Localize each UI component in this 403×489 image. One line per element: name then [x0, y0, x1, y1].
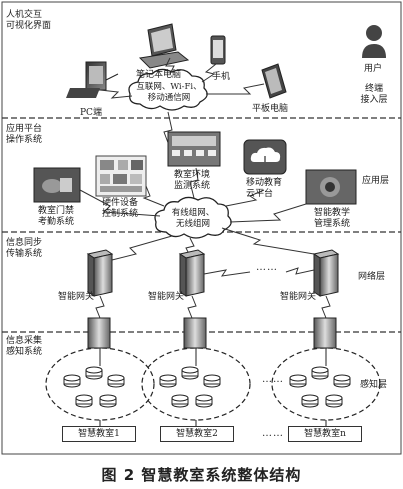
laptop-label: 笔记本电脑 — [136, 70, 182, 80]
ellipsis-perception: …… — [262, 374, 284, 385]
link-laptop — [165, 57, 175, 75]
gateway-label-2: 智能网关 — [148, 292, 185, 302]
layer-label-transmission: 信息同步 传输系统 — [6, 238, 43, 259]
perception-layer-label: 感知层 — [360, 380, 388, 390]
link-pc — [99, 89, 133, 99]
link-gw3 — [221, 227, 315, 255]
smart-teaching-image — [305, 169, 357, 205]
link-phone — [201, 63, 217, 83]
hardware-image — [95, 155, 147, 197]
phone-icon — [210, 35, 226, 65]
classroom-cluster-2 — [141, 317, 251, 421]
laptop-icon — [138, 23, 190, 69]
pc-label: PC端 — [80, 108, 102, 118]
link-gw1 — [103, 235, 173, 263]
phone-label: 手机 — [212, 72, 231, 82]
tablet-icon — [261, 63, 287, 99]
figure-caption: 图 2 智慧教室系统整体结构 — [101, 466, 302, 484]
ellipsis-network: …… — [256, 262, 278, 273]
link-gw-chain-b — [285, 267, 315, 275]
cloud-platform-label: 移动教育 云平台 — [246, 178, 283, 199]
environment-label: 教室环境 监测系统 — [174, 170, 211, 191]
layer-label-sensing: 信息采集 感知系统 — [6, 336, 43, 357]
link-cloud-down — [163, 111, 173, 149]
tablet-label: 平板电脑 — [252, 104, 289, 114]
user-icon — [362, 25, 386, 58]
link-gw-chain-a — [203, 269, 251, 277]
smart-teaching-label: 智能教学 管理系统 — [314, 208, 351, 229]
ellipsis-rooms: …… — [262, 428, 284, 439]
pc-icon — [66, 61, 119, 98]
terminal-layer-label: 终端 接入层 — [360, 84, 388, 105]
link-attendance — [79, 189, 161, 217]
cloud-platform-icon — [243, 139, 287, 175]
gateway-1 — [86, 249, 114, 297]
classroom-label-3: 智慧教室n — [288, 426, 362, 442]
attendance-image — [33, 167, 81, 203]
hardware-label: 硬件设备 控制系统 — [102, 198, 139, 219]
layer-label-interaction: 人机交互 可视化界面 — [6, 10, 52, 31]
cloud-internet-label: 互联网、Wi-Fi、 移动通信网 — [136, 82, 202, 103]
link-gw1-down — [95, 295, 105, 319]
cloud-internet — [128, 68, 208, 111]
layer-label-platform: 应用平台 操作系统 — [6, 124, 43, 145]
link-cloud-platform — [225, 189, 265, 207]
gateway-3 — [312, 249, 340, 297]
link-gw3-down — [321, 295, 331, 319]
outer-frame — [1, 1, 402, 455]
user-label: 用户 — [364, 64, 383, 74]
link-gw2-down — [187, 295, 197, 319]
gateway-label-3: 智能网关 — [280, 292, 317, 302]
classroom-label-2: 智慧教室2 — [160, 426, 234, 442]
link-hardware — [142, 185, 165, 207]
classroom-cluster-1 — [45, 317, 155, 421]
link-tablet — [206, 83, 265, 95]
link-environment — [189, 167, 199, 199]
cloud-network-label: 有线组网、 无线组网 — [171, 208, 215, 229]
gateway-2 — [178, 249, 206, 297]
environment-image — [167, 131, 221, 167]
network-layer-label: 网络层 — [358, 272, 386, 282]
classroom-cluster-3 — [271, 317, 381, 421]
cloud-network — [154, 196, 232, 239]
gateway-label-1: 智能网关 — [58, 292, 95, 302]
link-smart-teaching — [229, 203, 307, 223]
application-layer-label: 应用层 — [362, 176, 390, 186]
attendance-label: 教室门禁 考勤系统 — [38, 206, 75, 227]
classroom-label-1: 智慧教室1 — [62, 426, 136, 442]
